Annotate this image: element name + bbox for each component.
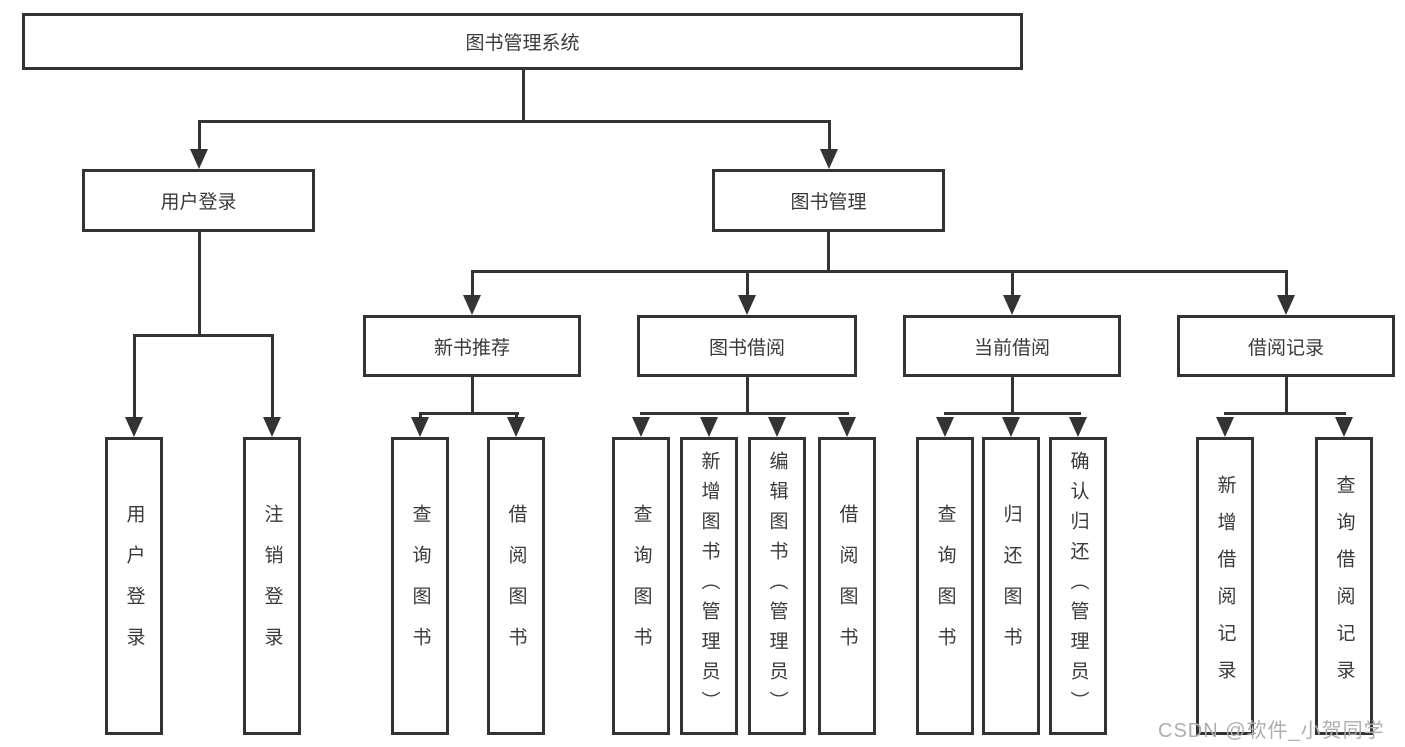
connector-borrow-record-vertical [1285,377,1288,415]
connector-drop-leaf-user-login [133,334,136,421]
connector-drop-current-borrow [1011,270,1014,297]
node-user-login: 用户登录 [82,169,315,232]
node-new-book-rec: 新书推荐 [363,315,581,377]
connector-user-login-vertical [198,232,201,336]
arrowhead-leaf-logout [263,417,281,437]
node-book-mgmt-label: 图书管理 [790,192,867,213]
arrowhead-cb-query-book [936,417,954,437]
connector-drop-borrow-record [1285,270,1288,297]
leaf-bb-borrow-book: 借阅图书 [818,437,876,735]
node-borrow-record-label: 借阅记录 [1247,337,1324,359]
leaf-br-add-record-label: 新增借阅记录 [1214,475,1236,697]
leaf-rec-query-book-label: 查询图书 [409,504,431,668]
leaf-cb-query-book: 查询图书 [916,437,974,735]
leaf-bb-add-book-label: 新增图书（管理员） [698,451,720,721]
leaf-cb-confirm-return-label: 确认归还（管理员） [1067,451,1089,721]
connector-drop-rec-query [419,412,422,421]
connector-drop-rec-borrow [515,412,518,421]
connector-root-vertical [522,69,525,122]
node-user-login-label: 用户登录 [160,192,237,213]
node-current-borrow-label: 当前借阅 [973,337,1050,359]
arrowhead-user-login [190,149,208,169]
leaf-bb-query-book-label: 查询图书 [630,504,652,668]
node-root-label: 图书管理系统 [465,33,580,54]
connector-new-book-rec-horizontal [419,412,519,415]
leaf-rec-query-book: 查询图书 [391,437,449,735]
arrowhead-cb-return-book [1002,417,1020,437]
arrowhead-br-add-record [1216,417,1234,437]
arrowhead-borrow-record [1277,295,1295,315]
leaf-cb-return-book: 归还图书 [982,437,1040,735]
connector-drop-user-login [198,120,201,152]
arrowhead-book-borrow [738,295,756,315]
leaf-bb-edit-book-label: 编辑图书（管理员） [766,451,788,721]
connector-drop-leaf-logout [271,334,274,421]
node-book-borrow-label: 图书借阅 [708,337,785,359]
connector-current-borrow-vertical [1011,377,1014,415]
leaf-bb-add-book: 新增图书（管理员） [680,437,738,735]
leaf-user-login: 用户登录 [105,437,163,735]
connector-book-mgmt-horizontal [471,270,1288,273]
leaf-user-login-label: 用户登录 [123,504,145,668]
leaf-logout: 注销登录 [243,437,301,735]
connector-drop-book-borrow [746,270,749,297]
leaf-br-query-record: 查询借阅记录 [1315,437,1373,735]
connector-new-book-rec-vertical [471,377,474,415]
leaf-cb-query-book-label: 查询图书 [934,504,956,668]
arrowhead-bb-query-book [632,417,650,437]
leaf-br-query-record-label: 查询借阅记录 [1333,475,1355,697]
leaf-bb-edit-book: 编辑图书（管理员） [748,437,806,735]
connector-root-horizontal [198,120,831,123]
leaf-cb-confirm-return: 确认归还（管理员） [1049,437,1107,735]
arrowhead-bb-add-book [700,417,718,437]
connector-current-borrow-horizontal [944,412,1081,415]
arrowhead-leaf-user-login [125,417,143,437]
arrowhead-rec-query-book [411,417,429,437]
leaf-br-add-record: 新增借阅记录 [1196,437,1254,735]
node-current-borrow: 当前借阅 [903,315,1121,377]
connector-book-borrow-vertical [746,377,749,415]
connector-book-borrow-horizontal [640,412,849,415]
connector-drop-new-book-rec [471,270,474,297]
leaf-bb-query-book: 查询图书 [612,437,670,735]
connector-drop-book-mgmt [828,120,831,152]
connector-borrow-record-horizontal [1224,412,1346,415]
arrowhead-current-borrow [1003,295,1021,315]
node-borrow-record: 借阅记录 [1177,315,1395,377]
arrowhead-br-query-record [1335,417,1353,437]
arrowhead-new-book-rec [463,295,481,315]
node-new-book-rec-label: 新书推荐 [433,337,510,359]
arrowhead-cb-confirm-return [1069,417,1087,437]
arrowhead-book-mgmt [820,149,838,169]
node-book-borrow: 图书借阅 [637,315,857,377]
arrowhead-bb-borrow-book [838,417,856,437]
node-root: 图书管理系统 [22,13,1023,70]
arrowhead-rec-borrow-book [507,417,525,437]
node-book-mgmt: 图书管理 [712,169,945,232]
leaf-rec-borrow-book: 借阅图书 [487,437,545,735]
leaf-rec-borrow-book-label: 借阅图书 [505,504,527,668]
leaf-cb-return-book-label: 归还图书 [1000,504,1022,668]
connector-user-login-horizontal [133,334,274,337]
leaf-bb-borrow-book-label: 借阅图书 [836,504,858,668]
csdn-watermark: CSDN @软件_小贺同学 [1158,720,1385,742]
leaf-logout-label: 注销登录 [261,504,283,668]
connector-book-mgmt-vertical [827,232,830,272]
arrowhead-bb-edit-book [768,417,786,437]
